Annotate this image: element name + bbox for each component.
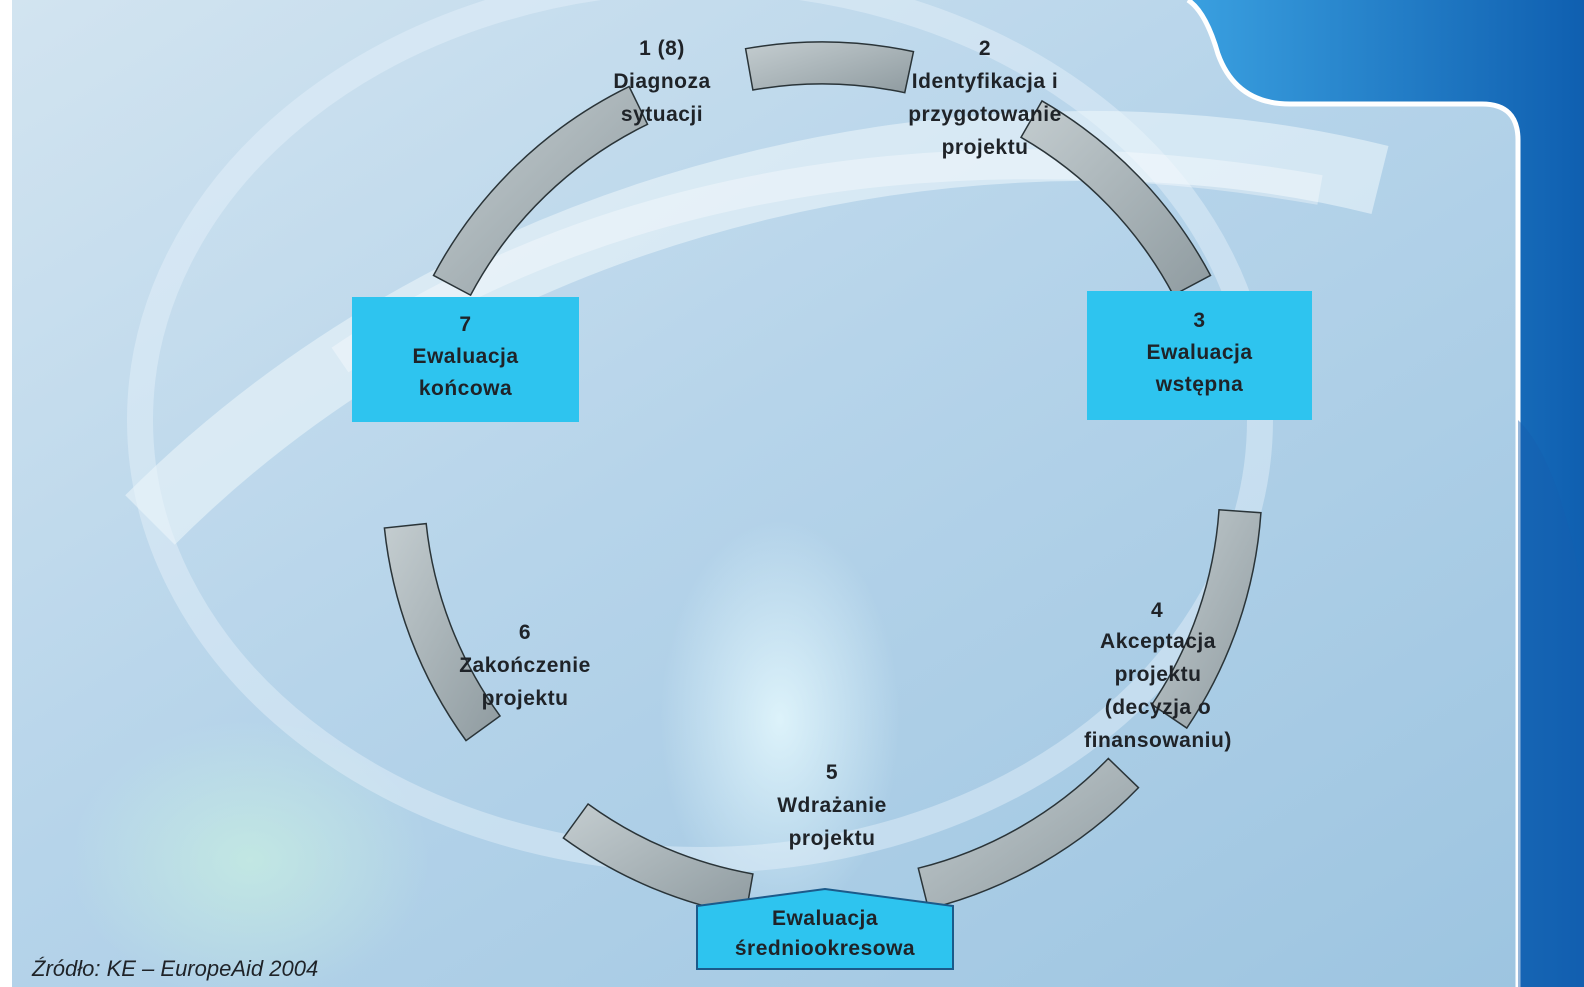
step-3-box: 3 Ewaluacja wstępna — [1087, 291, 1312, 420]
step-6-number: 6 — [518, 621, 532, 644]
cycle-arrow-6 — [383, 522, 502, 742]
step-4-line-2: projektu — [1114, 663, 1202, 686]
cycle-arrow-7 — [432, 85, 649, 297]
step-4-number: 4 — [1151, 599, 1164, 622]
step-2-number: 2 — [978, 37, 992, 60]
step-4-line-1: Akceptacja — [1100, 630, 1216, 653]
cycle-arrows — [383, 41, 1262, 917]
step-7-line-1: Ewaluacja — [412, 345, 519, 368]
step-2-line-1: Identyfikacja i — [911, 70, 1059, 93]
step-4-label: 4 Akceptacja projektu (decyzja o finanso… — [1058, 597, 1258, 757]
step-6-line-2: projektu — [481, 687, 569, 710]
step-6-line-1: Zakończenie — [459, 654, 591, 677]
step-4-line-4: finansowaniu) — [1084, 729, 1232, 752]
cycle-arrow-5 — [562, 802, 754, 917]
step-1-label: 1 (8) Diagnoza sytuacji — [598, 32, 726, 131]
step-7-box: 7 Ewaluacja końcowa — [352, 297, 579, 422]
step-1-line-1: Diagnoza — [613, 70, 711, 93]
cycle-arrow-2 — [1019, 99, 1212, 297]
cycle-arrow-1 — [744, 41, 915, 94]
step-5-line-1: Wdrażanie — [777, 794, 887, 817]
step-3-number: 3 — [1193, 309, 1206, 332]
cycle-arrow-3 — [1150, 508, 1262, 730]
step-5-number: 5 — [825, 761, 839, 784]
step-6-label: 6 Zakończenie projektu — [430, 616, 620, 715]
step-7-line-2: końcowa — [418, 377, 513, 400]
step-5-line-2: projektu — [788, 827, 876, 850]
step-2-line-3: projektu — [941, 136, 1029, 159]
step-1-number: 1 (8) — [639, 37, 685, 60]
mid-evaluation-line-1: Ewaluacja — [771, 907, 879, 930]
mid-evaluation-shape — [696, 888, 954, 970]
step-2-line-2: przygotowanie — [908, 103, 1062, 126]
step-1-line-2: sytuacji — [620, 103, 704, 126]
source-note: Źródło: KE – EuropeAid 2004 — [32, 956, 319, 981]
mid-evaluation-box: Ewaluacja średniookresowa — [696, 888, 954, 970]
cycle-arrow-4 — [917, 757, 1140, 910]
mid-evaluation-line-2: średniookresowa — [734, 937, 916, 960]
step-3-line-1: Ewaluacja — [1146, 341, 1253, 364]
step-4-line-3: (decyzja o — [1104, 696, 1212, 719]
step-5-label: 5 Wdrażanie projektu — [744, 756, 920, 855]
step-2-label: 2 Identyfikacja i przygotowanie projektu — [880, 32, 1090, 164]
step-3-line-2: wstępna — [1155, 373, 1244, 396]
step-7-number: 7 — [459, 313, 472, 336]
